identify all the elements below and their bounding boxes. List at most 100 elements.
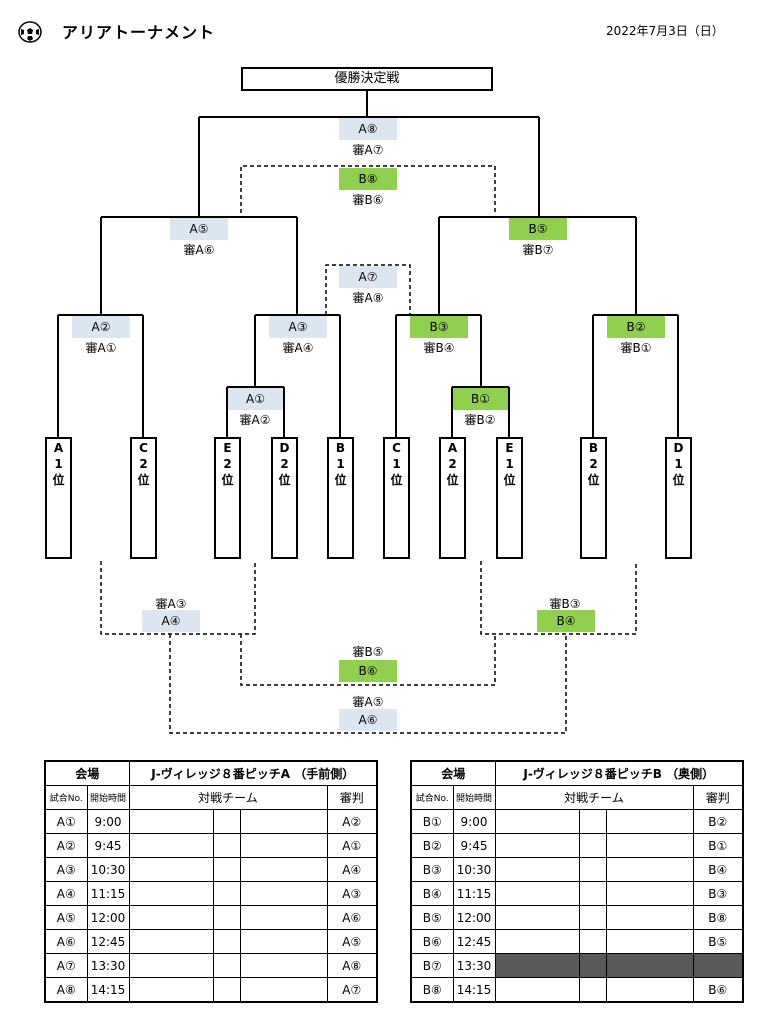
team-cell	[128, 857, 214, 882]
referee-cell: B③	[692, 881, 744, 906]
referee-cell: A④	[326, 857, 378, 882]
team-cell	[605, 953, 694, 978]
match-no-cell: B④	[410, 881, 454, 906]
team-cell	[212, 881, 241, 906]
team-cell	[128, 833, 214, 858]
match-no-cell: A⑦	[44, 953, 88, 978]
referee-cell	[692, 953, 744, 978]
referee-b8: 審B⑥	[352, 193, 384, 207]
start-time-cell: 12:45	[452, 929, 496, 954]
referee-a6: 審A⑤	[352, 695, 384, 709]
start-time-cell: 13:30	[452, 953, 496, 978]
team-cell	[239, 929, 328, 954]
team-cell	[605, 929, 694, 954]
team-cell	[494, 857, 580, 882]
referee-a8: 審A⑦	[352, 143, 384, 157]
team-cell	[494, 833, 580, 858]
team-cell	[578, 977, 607, 1003]
match-label-b6: B⑥	[339, 660, 397, 682]
referee-cell: A⑤	[326, 929, 378, 954]
referee-a7: 審A⑧	[352, 291, 384, 305]
start-time-cell: 13:30	[86, 953, 130, 978]
start-time-cell: 10:30	[86, 857, 130, 882]
start-time-cell: 9:00	[452, 809, 496, 834]
match-label-a6: A⑥	[339, 709, 397, 731]
match-no-cell: B⑧	[410, 977, 454, 1003]
start-time-cell: 12:00	[86, 905, 130, 930]
referee-a2: 審A①	[85, 341, 117, 355]
start-time-cell: 11:15	[452, 881, 496, 906]
match-label-a5: A⑤	[170, 218, 228, 240]
team-cell	[128, 809, 214, 834]
match-label-a8: A⑧	[339, 118, 397, 140]
match-no-cell: A⑥	[44, 929, 88, 954]
start-time-cell: 12:45	[86, 929, 130, 954]
match-label-a7: A⑦	[339, 266, 397, 288]
team-cell	[494, 809, 580, 834]
referee-cell: A③	[326, 881, 378, 906]
bracket-lines	[57, 91, 679, 734]
team-cell	[578, 953, 607, 978]
team-cell	[578, 905, 607, 930]
team-cell	[128, 929, 214, 954]
referee-a5: 審A⑥	[183, 243, 215, 257]
referee-cell: A⑥	[326, 905, 378, 930]
venue-name: J-ヴィレッジ８番ピッチB （奥側）	[494, 760, 744, 786]
match-no-cell: B⑥	[410, 929, 454, 954]
team-cell	[494, 929, 580, 954]
referee-a1: 審A②	[239, 413, 271, 427]
col-start-time: 開始時間	[452, 785, 496, 810]
team-cell	[578, 929, 607, 954]
referee-cell: A⑦	[326, 977, 378, 1003]
team-cell	[239, 833, 328, 858]
match-no-cell: A②	[44, 833, 88, 858]
team-cell	[494, 953, 580, 978]
match-no-cell: B①	[410, 809, 454, 834]
referee-a3: 審A④	[282, 341, 314, 355]
referee-b1: 審B②	[464, 413, 496, 427]
col-teams: 対戦チーム	[128, 785, 328, 810]
match-no-cell: A⑤	[44, 905, 88, 930]
team-cell	[212, 977, 241, 1003]
team-cell	[605, 809, 694, 834]
team-cell	[605, 857, 694, 882]
start-time-cell: 12:00	[452, 905, 496, 930]
team-cell	[212, 809, 241, 834]
referee-cell: B⑤	[692, 929, 744, 954]
team-cell	[605, 881, 694, 906]
schedule-table-pitch-a: 会場 J-ヴィレッジ８番ピッチA （手前側） 試合No. 開始時間 対戦チーム …	[44, 760, 378, 1003]
match-no-cell: B②	[410, 833, 454, 858]
referee-cell: B①	[692, 833, 744, 858]
team-cell	[212, 857, 241, 882]
match-label-a3: A③	[269, 316, 327, 338]
team-cell	[605, 977, 694, 1003]
match-no-cell: A①	[44, 809, 88, 834]
team-cell	[128, 881, 214, 906]
referee-cell: B⑧	[692, 905, 744, 930]
referee-a4: 審A③	[155, 597, 187, 611]
start-time-cell: 14:15	[452, 977, 496, 1003]
match-label-b2: B②	[607, 316, 665, 338]
team-cell	[239, 977, 328, 1003]
col-teams: 対戦チーム	[494, 785, 694, 810]
team-cell	[494, 881, 580, 906]
match-label-b8: B⑧	[339, 168, 397, 190]
referee-cell: A①	[326, 833, 378, 858]
